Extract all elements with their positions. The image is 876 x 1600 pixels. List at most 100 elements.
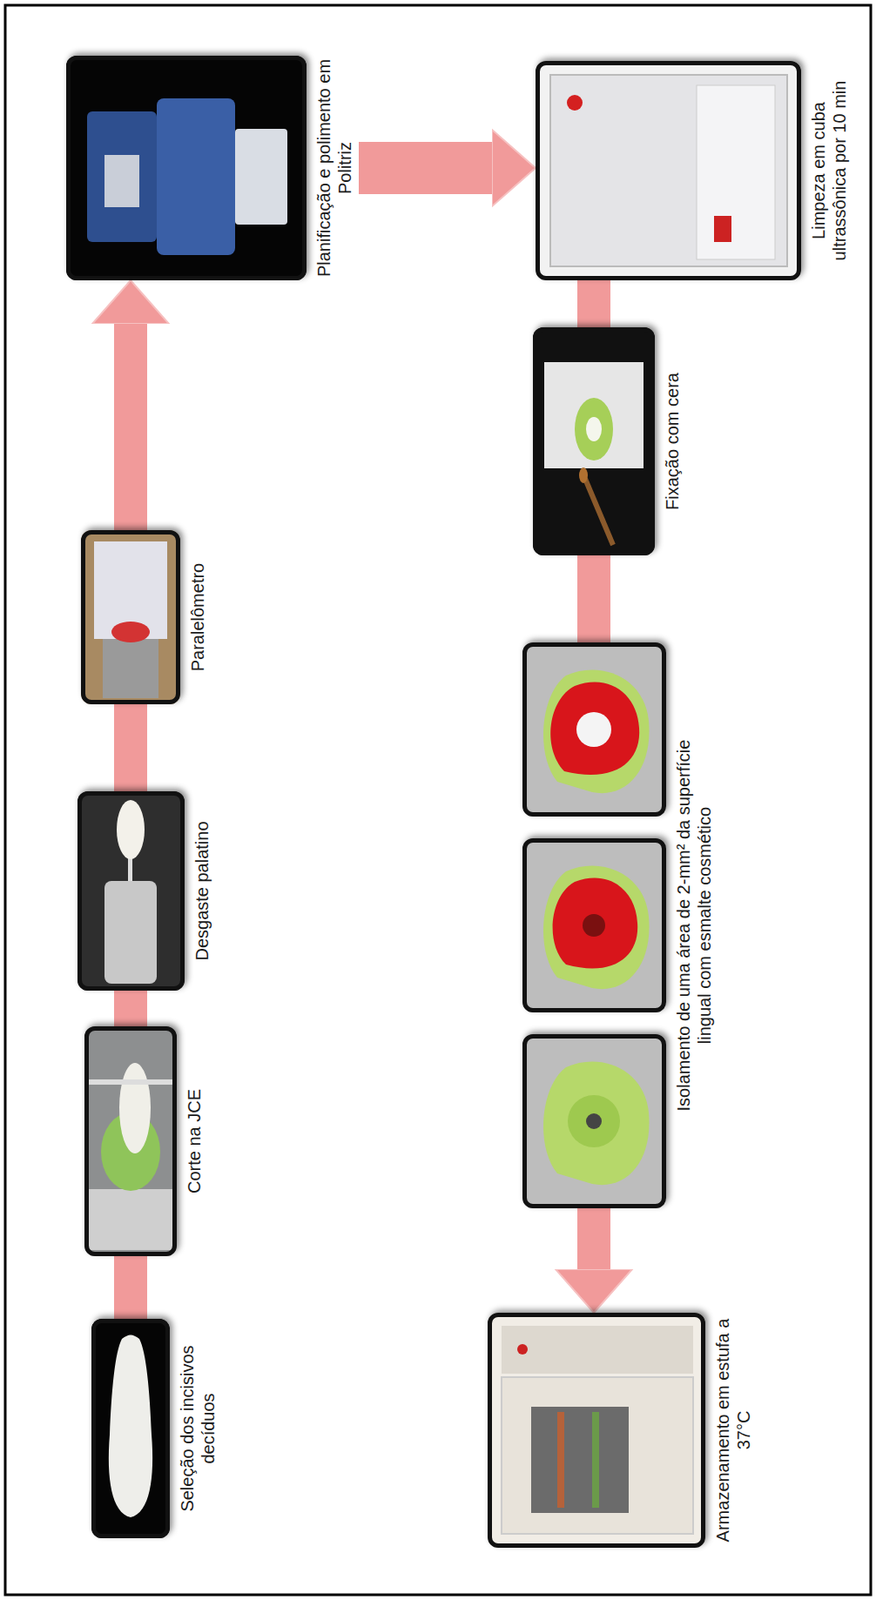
polisher-photo bbox=[66, 55, 307, 281]
oven-photo bbox=[487, 1313, 706, 1549]
isolation-photo bbox=[522, 642, 667, 817]
grinding-photo bbox=[104, 881, 157, 984]
isolation-photo bbox=[543, 669, 650, 794]
oven-photo bbox=[592, 1412, 600, 1509]
photo-frame bbox=[522, 838, 667, 1013]
polisher-photo bbox=[87, 111, 157, 243]
flow-arrow bbox=[358, 141, 492, 195]
wax-fixation-photo bbox=[574, 397, 614, 461]
step-node: Paralelômetro bbox=[80, 530, 212, 705]
photo-frame bbox=[84, 1026, 177, 1257]
polisher-photo bbox=[66, 55, 307, 281]
flow-arrow bbox=[577, 555, 611, 643]
isolation-photo bbox=[550, 682, 640, 775]
isolation-photo bbox=[543, 865, 650, 990]
polisher-photo bbox=[235, 128, 288, 225]
flow-arrow bbox=[114, 323, 148, 531]
grinding-photo bbox=[77, 791, 185, 991]
isolation-photo bbox=[522, 1034, 667, 1209]
polisher-photo bbox=[104, 154, 140, 208]
ultrasonic-photo bbox=[696, 85, 775, 260]
ultrasonic-photo bbox=[535, 60, 802, 281]
step-label: Desgaste palatino bbox=[191, 791, 213, 991]
isolation-photo bbox=[552, 878, 639, 970]
flow-arrow bbox=[114, 1256, 148, 1320]
cutting-photo bbox=[119, 1063, 151, 1154]
step-node: Fixação com cera bbox=[532, 327, 687, 556]
step-label: Planificação e polimento em Politriz bbox=[313, 55, 356, 281]
wax-fixation-photo bbox=[586, 417, 602, 442]
flow-arrow bbox=[577, 1208, 611, 1270]
oven-photo bbox=[501, 1326, 694, 1375]
step-label: Limpeza em cuba ultrassônica por 10 min bbox=[808, 60, 850, 281]
cutting-photo bbox=[88, 1189, 173, 1251]
tooth-photo bbox=[91, 1319, 170, 1539]
isolation-photo bbox=[522, 838, 667, 1013]
step-node: Armazenamento em estufa a 37°C bbox=[487, 1313, 758, 1549]
wax-fixation-photo bbox=[579, 467, 588, 484]
tooth-photo bbox=[108, 1335, 153, 1519]
step-label: Fixação com cera bbox=[661, 327, 683, 556]
oven-photo bbox=[501, 1377, 694, 1535]
ultrasonic-photo bbox=[535, 60, 802, 281]
cutting-photo bbox=[88, 1079, 173, 1085]
step-node: Planificação e polimento em Politriz bbox=[66, 55, 359, 281]
flow-arrow bbox=[577, 280, 611, 328]
surveyor-photo bbox=[111, 621, 150, 643]
surveyor-photo bbox=[102, 639, 159, 699]
isolation-photo bbox=[522, 838, 667, 1013]
photo-frame bbox=[91, 1319, 170, 1539]
step-label: Armazenamento em estufa a 37°C bbox=[712, 1313, 755, 1549]
photo-frame bbox=[535, 60, 802, 281]
photo-frame bbox=[80, 530, 181, 705]
step-node: Corte na JCE bbox=[84, 1026, 209, 1257]
ultrasonic-photo bbox=[714, 215, 732, 243]
photo-frame bbox=[522, 642, 667, 817]
tooth-photo bbox=[91, 1319, 170, 1539]
photo-frame bbox=[66, 55, 307, 281]
cutting-photo bbox=[84, 1026, 177, 1257]
photo-frame bbox=[532, 327, 655, 556]
ultrasonic-photo bbox=[550, 74, 788, 267]
step-node: Isolamento de uma área de 2-mm² da super… bbox=[522, 642, 719, 1209]
isolation-photo bbox=[582, 914, 606, 937]
oven-photo bbox=[517, 1344, 528, 1355]
step-label: Isolamento de uma área de 2-mm² da super… bbox=[673, 738, 715, 1113]
isolation-photo bbox=[576, 712, 612, 748]
oven-photo bbox=[531, 1407, 629, 1514]
flow-arrow bbox=[114, 990, 148, 1027]
wax-fixation-photo bbox=[532, 327, 655, 556]
isolation-photo bbox=[522, 642, 667, 817]
step-node: Limpeza em cuba ultrassônica por 10 min bbox=[535, 60, 854, 281]
wax-fixation-photo bbox=[585, 478, 614, 546]
surveyor-photo bbox=[80, 530, 181, 705]
isolation-photo bbox=[586, 1113, 602, 1130]
grinding-photo bbox=[77, 791, 185, 991]
surveyor-photo bbox=[80, 530, 181, 705]
cutting-photo bbox=[84, 1026, 177, 1257]
isolation-photo bbox=[543, 1061, 650, 1186]
grinding-photo bbox=[116, 800, 145, 860]
oven-photo bbox=[487, 1313, 706, 1549]
step-label: Corte na JCE bbox=[183, 1026, 205, 1257]
polisher-photo bbox=[156, 98, 236, 256]
step-node: Seleção dos incisivos decíduos bbox=[91, 1319, 223, 1539]
outer-border bbox=[5, 5, 871, 1596]
photo-frame bbox=[487, 1313, 706, 1549]
photo-frame bbox=[77, 791, 185, 991]
wax-fixation-photo bbox=[544, 362, 644, 469]
flow-arrow bbox=[114, 704, 148, 792]
wax-fixation-photo bbox=[532, 327, 655, 556]
step-label: Paralelômetro bbox=[187, 530, 209, 705]
step-label: Seleção dos incisivos decíduos bbox=[176, 1319, 219, 1539]
step-node: Desgaste palatino bbox=[77, 791, 216, 991]
isolation-photo bbox=[567, 1095, 620, 1148]
oven-photo bbox=[557, 1412, 565, 1509]
photo-frame bbox=[522, 1034, 667, 1209]
ultrasonic-photo bbox=[566, 94, 583, 111]
isolation-photo bbox=[522, 1034, 667, 1209]
